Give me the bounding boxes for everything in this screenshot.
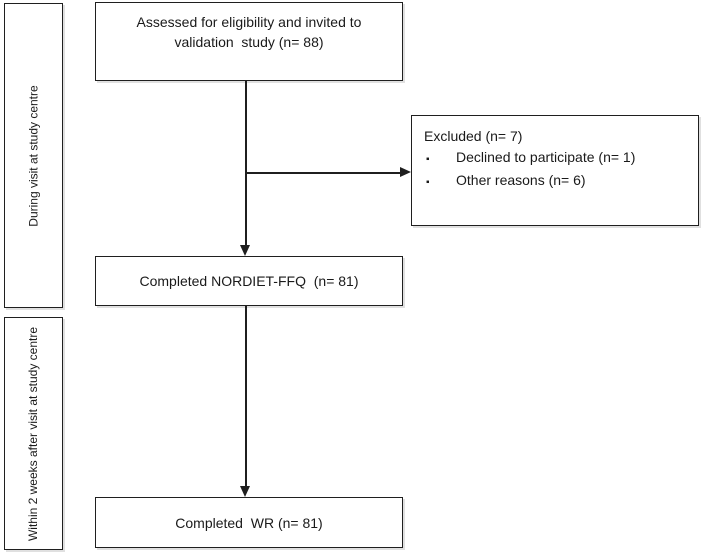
arrow-assessed-to-ffq-line (245, 81, 247, 246)
box-completed-ffq: Completed NORDIET-FFQ (n= 81) (95, 256, 403, 306)
assessed-line-2: validation study (n= 88) (174, 34, 324, 50)
phase-box-within-2-weeks: Within 2 weeks after visit at study cent… (4, 317, 63, 550)
excluded-item: ▪ Other reasons (n= 6) (424, 170, 686, 193)
square-bullet-icon: ▪ (426, 154, 430, 165)
arrow-ffq-to-wr-line (245, 306, 247, 487)
arrowhead-down-icon (240, 486, 250, 497)
arrowhead-down-icon (240, 245, 250, 256)
box-excluded: Excluded (n= 7) ▪ Declined to participat… (411, 115, 699, 226)
phase-label-during-visit: During visit at study centre (26, 84, 41, 227)
phase-box-during-visit: During visit at study centre (4, 3, 63, 308)
arrowhead-right-icon (400, 167, 411, 177)
completed-ffq-label: Completed NORDIET-FFQ (n= 81) (139, 273, 359, 289)
phase-label-within-2-weeks: Within 2 weeks after visit at study cent… (26, 326, 41, 541)
box-completed-wr: Completed WR (n= 81) (95, 497, 403, 548)
excluded-item-text: Declined to participate (n= 1) (456, 149, 636, 165)
excluded-title: Excluded (n= 7) (424, 128, 523, 144)
box-assessed-eligibility: Assessed for eligibility and invited to … (95, 2, 403, 81)
completed-wr-label: Completed WR (n= 81) (175, 514, 323, 531)
excluded-item-text: Other reasons (n= 6) (456, 172, 586, 188)
arrow-branch-to-excluded-line (246, 172, 401, 174)
excluded-item: ▪ Declined to participate (n= 1) (424, 147, 686, 170)
square-bullet-icon: ▪ (426, 177, 430, 188)
assessed-line-1: Assessed for eligibility and invited to (136, 14, 362, 30)
